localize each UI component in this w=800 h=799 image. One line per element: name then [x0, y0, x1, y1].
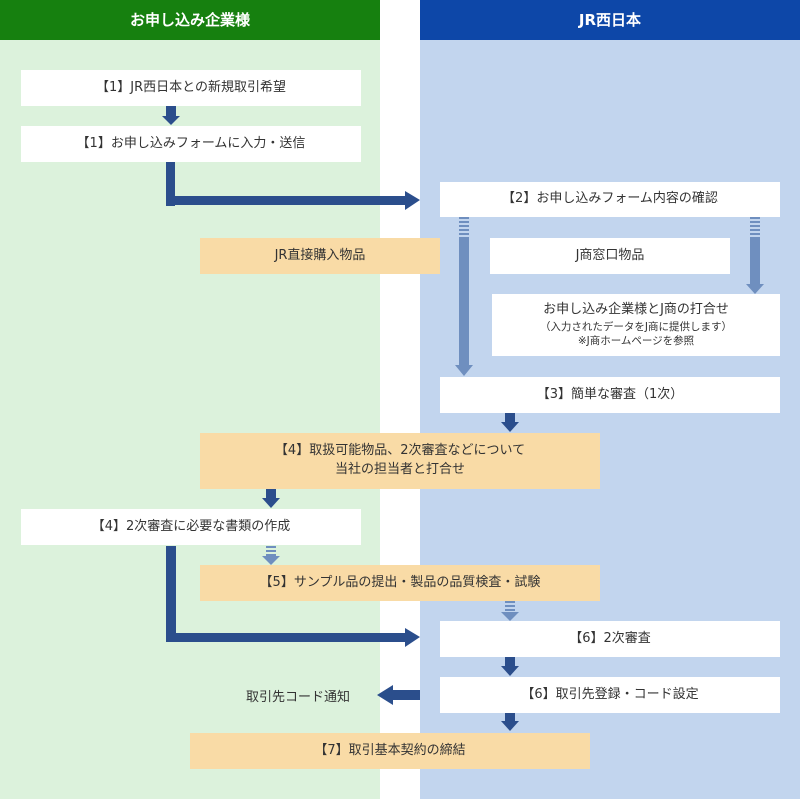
- step3-screening-label: 【3】簡単な審査（1次）: [536, 386, 684, 402]
- arrow-step1a-to-step1b: [162, 106, 180, 125]
- step2-review-label: 【2】お申し込みフォーム内容の確認: [502, 191, 718, 207]
- jsho-goods-label: J商窓口物品: [575, 247, 645, 263]
- jsho-meeting-note: （入力されたデータをJ商に提供します）: [539, 321, 733, 334]
- step1-form-box: 【1】お申し込みフォームに入力・送信: [21, 126, 361, 162]
- arrow-step4-to-docs: [262, 489, 280, 508]
- jsho-goods-box: J商窓口物品: [490, 238, 730, 274]
- step4-documents-label: 【4】2次審査に必要な書類の作成: [91, 518, 291, 534]
- vendor-code-notice: 取引先コード通知: [246, 690, 351, 705]
- arrow-step5-to-step6a: [501, 601, 519, 621]
- direct-purchase-label: JR直接購入物品: [274, 247, 366, 263]
- company-column-header: お申し込み企業様: [0, 0, 380, 40]
- arrow-step6b-to-notify: [377, 685, 420, 705]
- arrow-step6a-to-step6b: [501, 657, 519, 676]
- jsho-meeting-box: お申し込み企業様とJ商の打合せ （入力されたデータをJ商に提供します） ※J商ホ…: [492, 294, 780, 356]
- jsho-meeting-reference: ※J商ホームページを参照: [577, 335, 695, 348]
- arrow-step1b-to-step2: [166, 162, 420, 210]
- arrow-step3-to-step4: [501, 413, 519, 432]
- step1-request-label: 【1】JR西日本との新規取引希望: [95, 79, 286, 95]
- arrow-docs-to-step5: [262, 546, 280, 565]
- step4-meeting-line2: 当社の担当者と打合せ: [334, 462, 465, 477]
- step4-meeting-box: 【4】取扱可能物品、2次審査などについて 当社の担当者と打合せ: [200, 433, 600, 489]
- step7-contract-label: 【7】取引基本契約の締結: [314, 742, 466, 758]
- jsho-meeting-title: お申し込み企業様とJ商の打合せ: [543, 302, 729, 318]
- step4-meeting-line1: 【4】取扱可能物品、2次審査などについて: [274, 443, 526, 459]
- arrow-step2-to-step3: [455, 217, 473, 376]
- step6-registration-label: 【6】取引先登録・コード設定: [521, 686, 699, 702]
- step3-screening-box: 【3】簡単な審査（1次）: [440, 377, 780, 413]
- step1-form-label: 【1】お申し込みフォームに入力・送信: [76, 135, 306, 151]
- step5-sample-box: 【5】サンプル品の提出・製品の品質検査・試験: [200, 565, 600, 601]
- jr-column-header: JR西日本: [420, 0, 800, 40]
- step7-contract-box: 【7】取引基本契約の締結: [190, 733, 590, 769]
- step6-second-review-box: 【6】2次審査: [440, 621, 780, 657]
- step2-review-box: 【2】お申し込みフォーム内容の確認: [440, 182, 780, 217]
- arrow-step6b-to-step7: [501, 713, 519, 731]
- arrow-docs-to-step6a: [166, 546, 420, 647]
- step6-registration-box: 【6】取引先登録・コード設定: [440, 677, 780, 713]
- step1-request-box: 【1】JR西日本との新規取引希望: [21, 70, 361, 106]
- direct-purchase-box: JR直接購入物品: [200, 238, 440, 274]
- step5-sample-label: 【5】サンプル品の提出・製品の品質検査・試験: [259, 574, 541, 590]
- step4-documents-box: 【4】2次審査に必要な書類の作成: [21, 509, 361, 545]
- arrow-step2-to-jsho-meeting: [746, 217, 764, 294]
- step6-second-review-label: 【6】2次審査: [569, 630, 651, 646]
